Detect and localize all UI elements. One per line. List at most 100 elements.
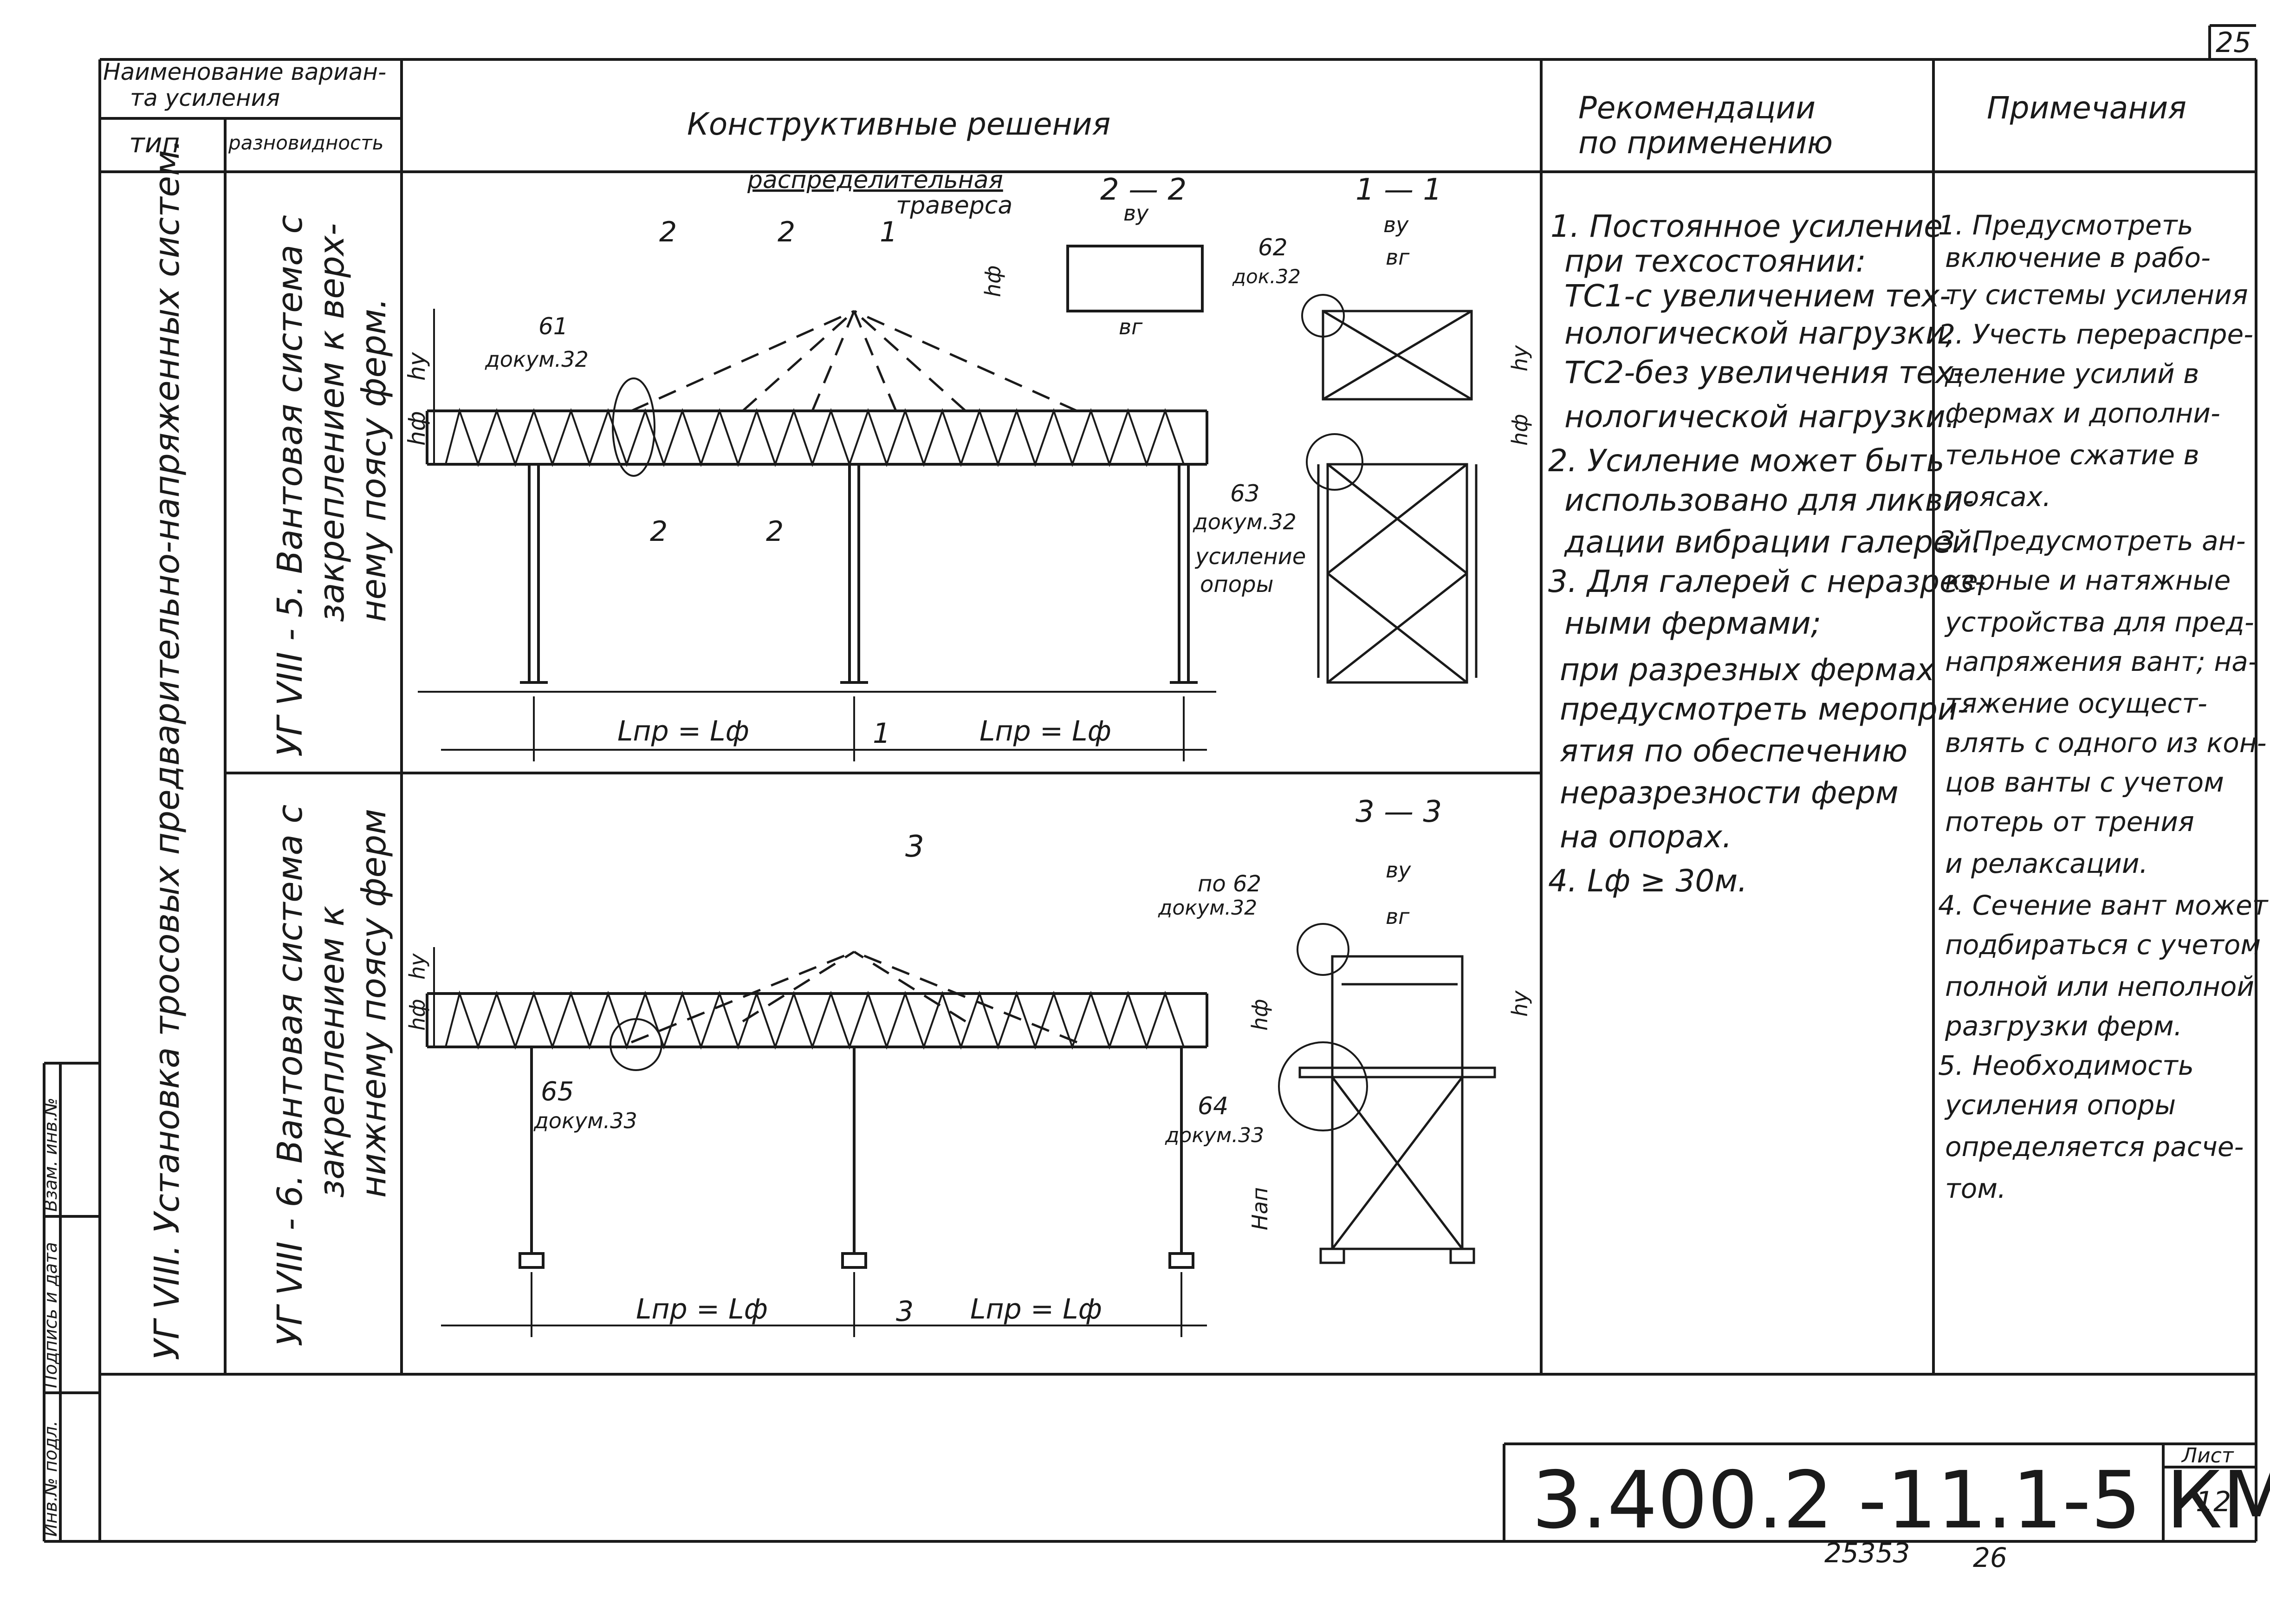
note-line: тельное сжатие в — [1945, 439, 2199, 471]
section-3-3-title: 3 — 3 — [1356, 795, 1442, 829]
header-col-solutions: Конструктивные решения — [687, 106, 1110, 142]
section-1-1-by: ву — [1383, 212, 1409, 237]
truss-bottom-web — [445, 990, 1185, 1050]
section-3-3-hy: hу — [1507, 990, 1532, 1017]
variant-5-label-line1: УГ VIII - 5. Вантовая система с — [270, 215, 310, 757]
header-col-notes: Примечания — [1987, 90, 2186, 126]
header-col-recommend-line2: по применению — [1578, 125, 1833, 161]
cut-mark-1a: 1 — [880, 216, 897, 248]
note-line: том. — [1945, 1173, 2006, 1204]
note-line: 4. Сечение вант может — [1938, 890, 2269, 921]
rec-line: нологической нагрузки; — [1564, 315, 1956, 351]
detail-64-marker — [1278, 1041, 1368, 1131]
note-line: 2. Учесть перераспре- — [1938, 318, 2253, 350]
rec-line: использовано для ликви- — [1564, 482, 1974, 518]
section-3-3-bg: вг — [1386, 904, 1410, 929]
section-2-2-title: 2 — 2 — [1100, 173, 1187, 207]
rec-line: 4. Lф ≥ 30м. — [1548, 863, 1747, 899]
cut-mark-2a: 2 — [659, 216, 677, 248]
dimension-bottom — [433, 947, 1207, 1337]
label-hy-bottom: hу — [405, 953, 430, 980]
note-line: керные и натяжные — [1945, 565, 2231, 596]
section-1-1-hf: hф — [1507, 414, 1532, 446]
detail-63-marker — [1306, 433, 1363, 491]
section-3-3-hf: hф — [1247, 999, 1272, 1031]
columns-top — [418, 464, 1216, 693]
cable-bottom — [631, 950, 1077, 1044]
label-hf-top: hф — [403, 411, 430, 446]
cut-mark-3a: 3 — [905, 830, 924, 864]
detail-61-doc: докум.32 — [485, 347, 589, 372]
variant-6-label-line1: УГ VIII - 6. Вантовая система с — [270, 805, 310, 1346]
detail-64-number: 64 — [1198, 1092, 1228, 1120]
recommendations-list: 1. Постоянное усиление при техсостоянии:… — [1548, 208, 1986, 899]
detail-63-doc: докум.32 — [1193, 509, 1297, 534]
rec-line: при техсостоянии: — [1564, 243, 1866, 279]
section-2-2-bg: вг — [1119, 314, 1143, 339]
section-2-2-hf: hф — [980, 266, 1005, 297]
side-stamp: Инв.№ подл. Подпись и дата Взам. инв.№ — [40, 1098, 61, 1537]
traverse-line2: траверса — [896, 192, 1012, 220]
rec-line: нологической нагрузки. — [1564, 399, 1955, 435]
rec-line: при разрезных фермах — [1560, 652, 1935, 688]
sheet-label: Лист — [2181, 1444, 2234, 1468]
note-line: включение в рабо- — [1945, 242, 2211, 273]
detail-61-marker — [612, 377, 655, 477]
note-line: потерь от трения — [1945, 806, 2194, 838]
variant-5-label: УГ VIII - 5. Вантовая система с закрепле… — [270, 215, 394, 757]
variant-5-label-line2: закреплением к верх- — [312, 223, 352, 622]
note-line: подбираться с учетом — [1945, 929, 2261, 961]
rec-line: ТС2-без увеличения тех- — [1564, 355, 1964, 390]
note-line: влять с одного из кон- — [1945, 727, 2267, 759]
section-2-2-by: ву — [1123, 201, 1149, 226]
stamp-signature-date: Подпись и дата — [40, 1242, 61, 1388]
note-line: 1. Предусмотреть — [1938, 209, 2193, 241]
span-label-bottom-left: Lпр = Lф — [636, 1293, 768, 1325]
sheet-frame — [43, 24, 2257, 1543]
sheet-number: 12 — [2196, 1486, 2231, 1518]
archive-number: 25353 — [1824, 1537, 1910, 1569]
section-1-1-bg: вг — [1386, 245, 1410, 270]
detail-61-number: 61 — [538, 313, 568, 340]
note-line: разгрузки ферм. — [1945, 1010, 2182, 1042]
cut-mark-3b: 3 — [896, 1295, 914, 1328]
support-tower-bottom — [1298, 955, 1496, 1264]
note-line: усиления опоры — [1944, 1089, 2176, 1121]
page-number: 25 — [2216, 26, 2251, 59]
stamp-vzam-inv: Взам. инв.№ — [40, 1098, 61, 1212]
detail-65-number: 65 — [541, 1077, 574, 1107]
cable-top — [630, 310, 1078, 412]
section-3-3-by: ву — [1386, 857, 1411, 883]
notes-list: 1. Предусмотреть включение в рабо- ту си… — [1938, 209, 2269, 1204]
rec-line: ятия по обеспечению — [1560, 733, 1907, 769]
note-line: устройства для пред- — [1944, 606, 2254, 638]
variant-5-label-line3: нему поясу ферм. — [354, 298, 394, 622]
note-line: 5. Необходимость — [1938, 1050, 2194, 1081]
detail-65-doc: докум.33 — [533, 1108, 637, 1133]
rec-line: 2. Усиление может быть — [1548, 443, 1945, 479]
variant-6-label-line2: закреплением к — [312, 906, 352, 1198]
truss-bottom-frame — [426, 992, 1208, 1048]
label-hy-top: hу — [403, 351, 430, 381]
span-label-top-right: Lпр = Lф — [979, 715, 1111, 747]
type-label: УГ VIII. Установка тросовых предваритель… — [147, 139, 187, 1360]
header-col-type: тип — [129, 127, 180, 159]
stamp-inv-podl: Инв.№ подл. — [40, 1421, 61, 1537]
detail-65-marker — [610, 1018, 662, 1071]
note-line: цов ванты с учетом — [1945, 767, 2224, 798]
header-variant-name-line1: Наименование вариан- — [103, 58, 386, 85]
note-line: ту системы усиления — [1945, 279, 2248, 311]
detail-62-bottom-number: по 62 — [1198, 871, 1261, 897]
detail-63-number: 63 — [1230, 480, 1260, 507]
detail-62-marker — [1301, 294, 1345, 338]
rec-line: дации вибрации галерей. — [1564, 524, 1982, 560]
document-code: 3.400.2 -11.1-5 КМ — [1532, 1455, 2270, 1546]
section-2-2-shape — [1066, 245, 1204, 312]
header-col-recommend-line1: Рекомендации — [1578, 90, 1816, 126]
variant-6-label: УГ VIII - 6. Вантовая система с закрепле… — [270, 805, 394, 1346]
section-1-1-hy: hу — [1507, 345, 1532, 371]
support-tower-top — [1317, 310, 1478, 684]
truss-top-web — [445, 408, 1185, 468]
diagram-top: Lпр = Lф Lпр = Lф hу hф 61 докум.32 расп… — [403, 166, 1532, 761]
